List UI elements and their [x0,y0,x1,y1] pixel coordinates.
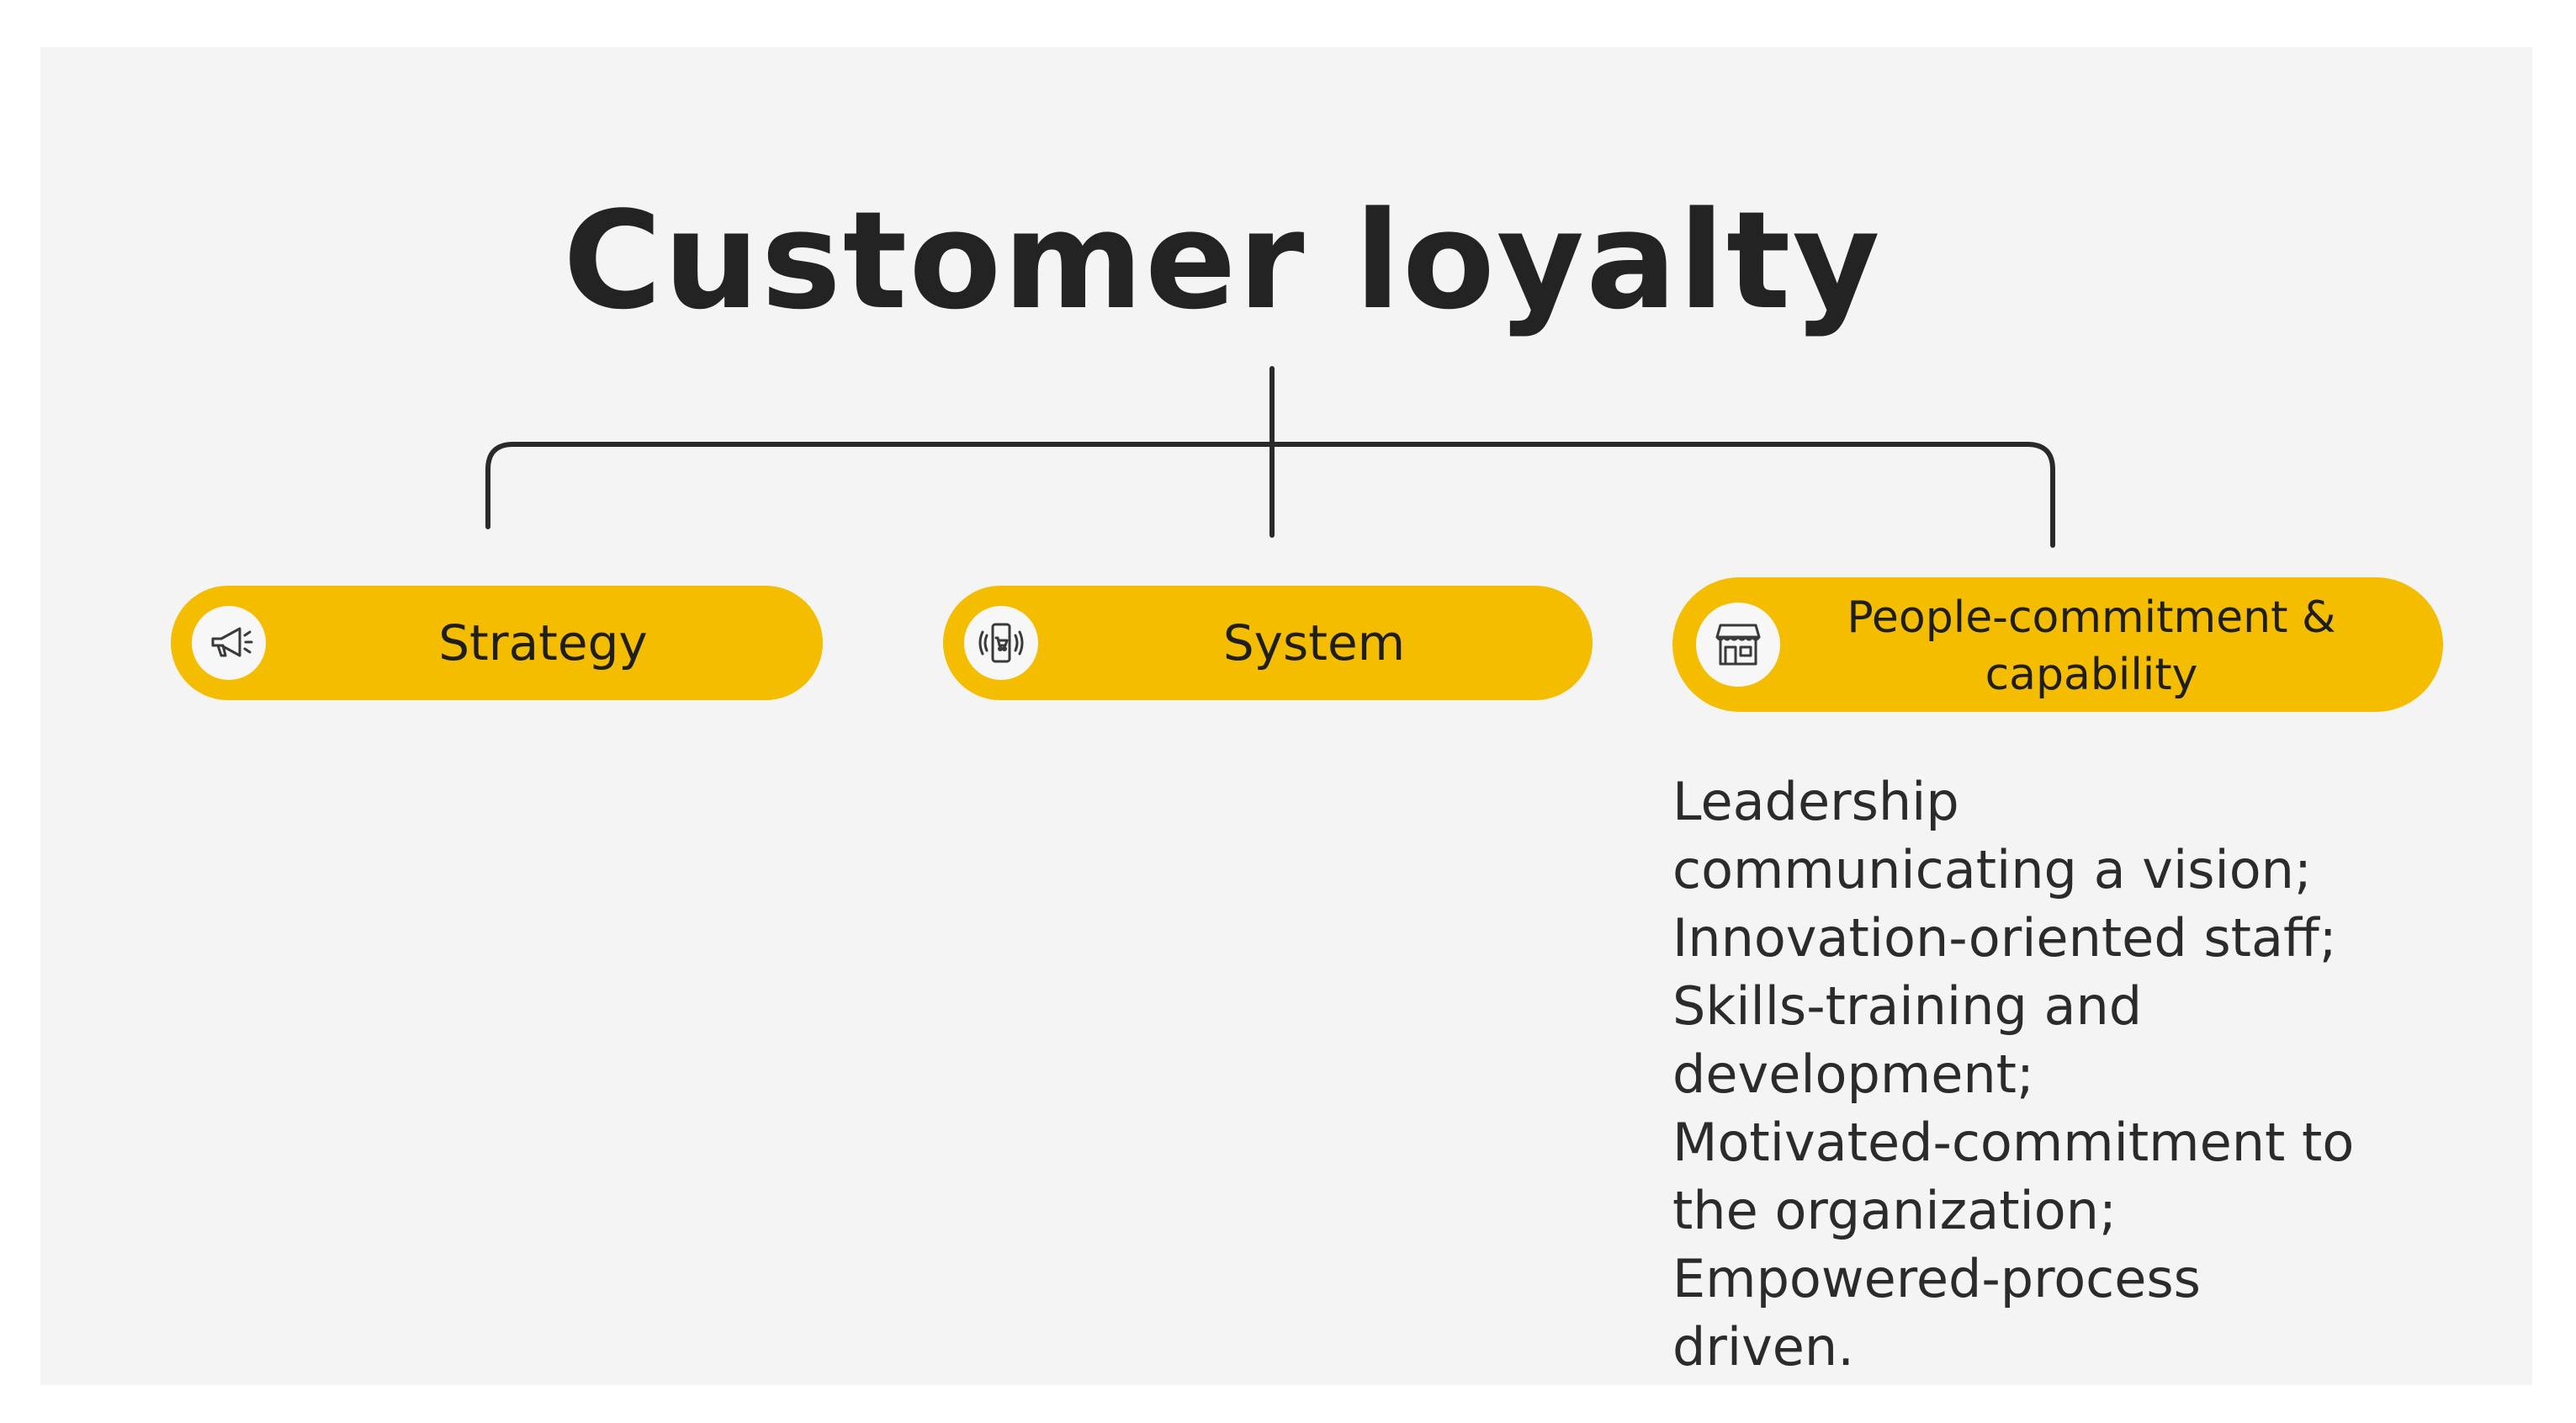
branch-system: System [943,586,1593,700]
tree-connectors [485,366,2055,548]
branch-people: People-commitment & capability [1672,577,2443,712]
diagram-title: Customer loyalty [563,182,1882,339]
branch-strategy: Strategy [171,586,823,700]
branch-label-system: System [1222,614,1406,672]
slide-canvas: Customer loyalty Strategy [40,47,2532,1385]
connector-bracket [485,442,2055,548]
branch-label-people: People-commitment & capability [1847,592,2336,700]
storefront-icon [1696,603,1780,687]
megaphone-icon [192,606,266,680]
branch-label-strategy: Strategy [438,614,648,672]
people-details-text: Leadership communicating a vision; Innov… [1672,771,2355,1378]
phone-cart-icon [964,606,1038,680]
